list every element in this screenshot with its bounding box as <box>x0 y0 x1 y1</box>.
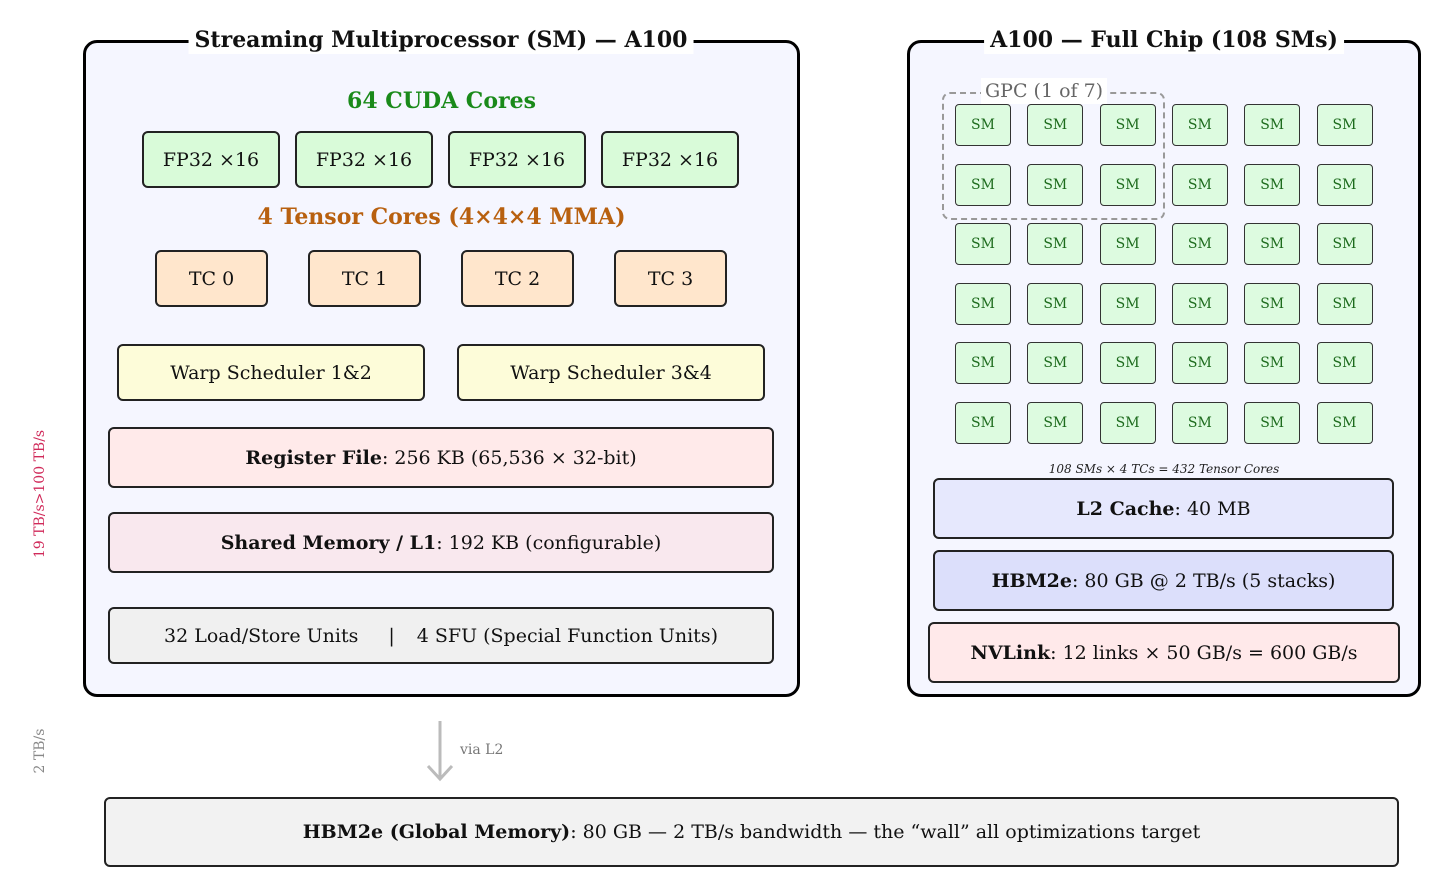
warp-scheduler: Warp Scheduler 1&2 <box>117 344 425 401</box>
hbm-value: : 80 GB @ 2 TB/s (5 stacks) <box>1071 569 1336 592</box>
sm-panel-title: Streaming Multiprocessor (SM) — A100 <box>188 26 694 54</box>
sm-cell: SM <box>1099 342 1156 385</box>
register-file-box: Register File: 256 KB (65,536 × 32-bit) <box>108 427 774 488</box>
sm-cell: SM <box>1171 223 1228 266</box>
nvlink-value: : 12 links × 50 GB/s = 600 GB/s <box>1050 641 1358 664</box>
nvlink-label: NVLink <box>970 641 1051 664</box>
load-store-units: 32 Load/Store Units <box>164 624 359 647</box>
sm-cell: SM <box>1171 282 1228 325</box>
down-arrow-icon <box>426 721 454 782</box>
hbm-box: HBM2e: 80 GB @ 2 TB/s (5 stacks) <box>933 550 1394 611</box>
shared-memory-box: Shared Memory / L1: 192 KB (configurable… <box>108 512 774 573</box>
sm-cell: SM <box>1316 282 1373 325</box>
sm-cell: SM <box>955 342 1011 385</box>
cuda-cores-heading: 64 CUDA Cores <box>347 88 536 114</box>
chip-panel-title: A100 — Full Chip (108 SMs) <box>984 26 1344 54</box>
via-l2-label: via L2 <box>460 742 504 758</box>
tensor-core: TC 3 <box>614 250 727 307</box>
gpc-label: GPC (1 of 7) <box>981 78 1108 104</box>
sm-cell: SM <box>1099 163 1156 206</box>
sm-cell: SM <box>1171 104 1228 146</box>
sm-cell: SM <box>1244 342 1301 385</box>
fp32-unit: FP32 ×16 <box>601 131 739 188</box>
sm-cell: SM <box>1171 402 1228 444</box>
global-memory-box: HBM2e (Global Memory): 80 GB — 2 TB/s ba… <box>104 797 1399 867</box>
sm-cell: SM <box>955 402 1011 444</box>
fp32-unit: FP32 ×16 <box>142 131 280 188</box>
sm-cell: SM <box>955 223 1011 266</box>
sm-cell: SM <box>1027 163 1084 206</box>
shared-memory-label: Shared Memory / L1 <box>220 531 437 554</box>
sm-cell: SM <box>1099 104 1156 146</box>
sm-cell: SM <box>1316 223 1373 266</box>
load-store-sfu-box: 32 Load/Store Units | 4 SFU (Special Fun… <box>108 607 774 664</box>
tensor-cores-heading: 4 Tensor Cores (4×4×4 MMA) <box>257 204 626 230</box>
sm-cell: SM <box>955 282 1011 325</box>
sm-cell: SM <box>1099 223 1156 266</box>
sm-cell: SM <box>1316 402 1373 444</box>
sm-cell: SM <box>955 104 1011 146</box>
l2-cache-box: L2 Cache: 40 MB <box>933 478 1394 539</box>
fp32-unit: FP32 ×16 <box>448 131 586 188</box>
sm-cell: SM <box>1316 163 1373 206</box>
shared-memory-value: : 192 KB (configurable) <box>436 531 662 554</box>
warp-scheduler: Warp Scheduler 3&4 <box>457 344 765 401</box>
units-separator: | <box>388 624 395 647</box>
global-memory-value: : 80 GB — 2 TB/s bandwidth — the “wall” … <box>570 821 1201 843</box>
sm-cell: SM <box>1027 104 1084 146</box>
sm-cell: SM <box>1027 402 1084 444</box>
on-chip-bandwidth-label: 19 TB/s>100 TB/s <box>32 429 48 559</box>
sm-cell: SM <box>1027 342 1084 385</box>
sm-cell: SM <box>1027 223 1084 266</box>
sm-cell: SM <box>1316 342 1373 385</box>
l2-cache-label: L2 Cache <box>1076 497 1175 520</box>
sm-cell: SM <box>1171 163 1228 206</box>
tensor-core: TC 1 <box>308 250 421 307</box>
fp32-unit: FP32 ×16 <box>295 131 433 188</box>
sm-cell: SM <box>1244 104 1301 146</box>
register-file-value: : 256 KB (65,536 × 32-bit) <box>381 446 637 469</box>
sm-cell: SM <box>1027 282 1084 325</box>
global-memory-label: HBM2e (Global Memory) <box>302 821 571 843</box>
hbm-label: HBM2e <box>991 569 1072 592</box>
off-chip-bandwidth-label: 2 TB/s <box>32 728 48 774</box>
sm-cell: SM <box>955 163 1011 206</box>
sm-cell: SM <box>1244 282 1301 325</box>
sm-cell: SM <box>1244 163 1301 206</box>
sm-cell: SM <box>1244 223 1301 266</box>
nvlink-box: NVLink: 12 links × 50 GB/s = 600 GB/s <box>928 622 1400 683</box>
tensor-core-total-caption: 108 SMs × 4 TCs = 432 Tensor Cores <box>1048 462 1280 476</box>
sm-cell: SM <box>1244 402 1301 444</box>
sm-cell: SM <box>1171 342 1228 385</box>
sm-cell: SM <box>1099 402 1156 444</box>
sfu-units: 4 SFU (Special Function Units) <box>416 624 718 647</box>
register-file-label: Register File <box>245 446 382 469</box>
sm-cell: SM <box>1316 104 1373 146</box>
tensor-core: TC 2 <box>461 250 574 307</box>
tensor-core: TC 0 <box>155 250 268 307</box>
sm-cell: SM <box>1099 282 1156 325</box>
l2-cache-value: : 40 MB <box>1174 497 1251 520</box>
